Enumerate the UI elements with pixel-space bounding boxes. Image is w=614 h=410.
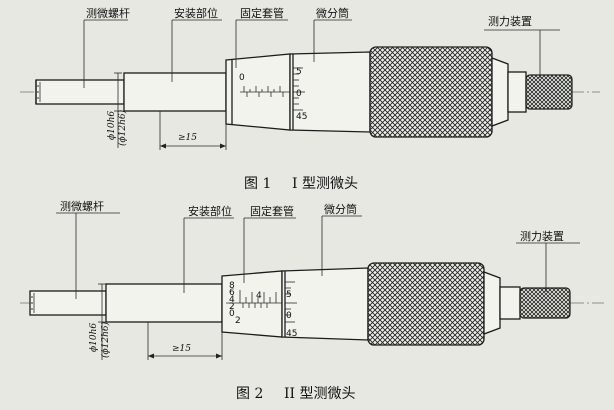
fig2-ratchet-base bbox=[499, 286, 521, 320]
fig2-thimble-5: 5 bbox=[286, 290, 292, 300]
fig2-caption-title: II 型测微头 bbox=[284, 386, 356, 402]
fig1-dim-length: ≥15 bbox=[178, 133, 197, 143]
fig1-label-spindle: 测微螺杆 bbox=[86, 6, 130, 20]
fig2-mount bbox=[105, 283, 223, 323]
svg-text:2: 2 bbox=[229, 302, 235, 312]
fig2-label-sleeve: 固定套管 bbox=[250, 204, 294, 218]
svg-text:4: 4 bbox=[256, 291, 262, 301]
fig1-dim-phi12: (ϕ12h6) bbox=[117, 109, 128, 146]
fig1-mount bbox=[123, 72, 227, 112]
fig2-thimble-ticks bbox=[285, 281, 297, 323]
fig1-sleeve-ticks bbox=[243, 86, 284, 97]
fig1-ratchet bbox=[525, 74, 573, 110]
fig2-neck bbox=[483, 271, 501, 335]
figure-1: 0 5 0 45 ϕ10h6 (ϕ12h6) bbox=[20, 6, 600, 192]
fig1-thimble-0: 0 bbox=[296, 89, 302, 99]
fig2-dim-phi10: ϕ10h6 bbox=[89, 323, 99, 352]
svg-text:6: 6 bbox=[229, 288, 235, 298]
figure-2: 8 6 4 2 0 2 4 5 0 45 bbox=[20, 199, 604, 402]
fig2-knurled-grip bbox=[367, 262, 485, 346]
svg-text:0: 0 bbox=[229, 309, 235, 319]
fig2-label-thimble: 微分筒 bbox=[324, 202, 357, 216]
fig2-label-mount: 安装部位 bbox=[188, 204, 232, 218]
fig2-label-spindle: 测微螺杆 bbox=[60, 199, 104, 213]
fig2-ratchet bbox=[519, 287, 571, 319]
fig2-thimble-0: 0 bbox=[286, 311, 292, 321]
fig2-dim-length: ≥15 bbox=[172, 344, 191, 354]
fig1-caption-title: I 型测微头 bbox=[292, 176, 358, 192]
svg-text:8: 8 bbox=[229, 281, 235, 291]
fig1-label-mount: 安装部位 bbox=[174, 6, 218, 20]
fig1-label-thimble: 微分筒 bbox=[316, 6, 349, 20]
fig1-knurled-grip bbox=[369, 46, 493, 138]
fig1-spindle bbox=[35, 79, 125, 105]
fig1-thimble-5: 5 bbox=[296, 67, 302, 77]
fig2-spindle bbox=[29, 290, 107, 316]
fig1-thimble-45: 45 bbox=[296, 112, 307, 122]
fig2-dim-phi12: (ϕ12h6) bbox=[100, 321, 111, 358]
fig1-label-ratchet: 测力装置 bbox=[488, 15, 532, 28]
fig1-caption-number: 图 1 bbox=[244, 176, 271, 192]
fig1-neck bbox=[491, 57, 509, 127]
fig2-caption-number: 图 2 bbox=[236, 386, 263, 402]
fig2-sleeve-ticks bbox=[239, 290, 277, 308]
fig1-dim-phi10: ϕ10h6 bbox=[107, 111, 117, 140]
svg-text:2: 2 bbox=[235, 316, 241, 326]
svg-text:4: 4 bbox=[229, 295, 235, 305]
fig1-label-sleeve: 固定套管 bbox=[240, 6, 284, 20]
fig1-ratchet-base bbox=[507, 71, 527, 113]
fig2-thimble-45: 45 bbox=[286, 329, 297, 339]
fig1-thimble-ticks bbox=[293, 67, 305, 111]
fig2-sleeve-numbers: 8 6 4 2 0 2 4 bbox=[229, 281, 262, 326]
fig1-sleeve-zero: 0 bbox=[239, 73, 245, 83]
fig2-label-ratchet: 测力装置 bbox=[520, 230, 564, 243]
